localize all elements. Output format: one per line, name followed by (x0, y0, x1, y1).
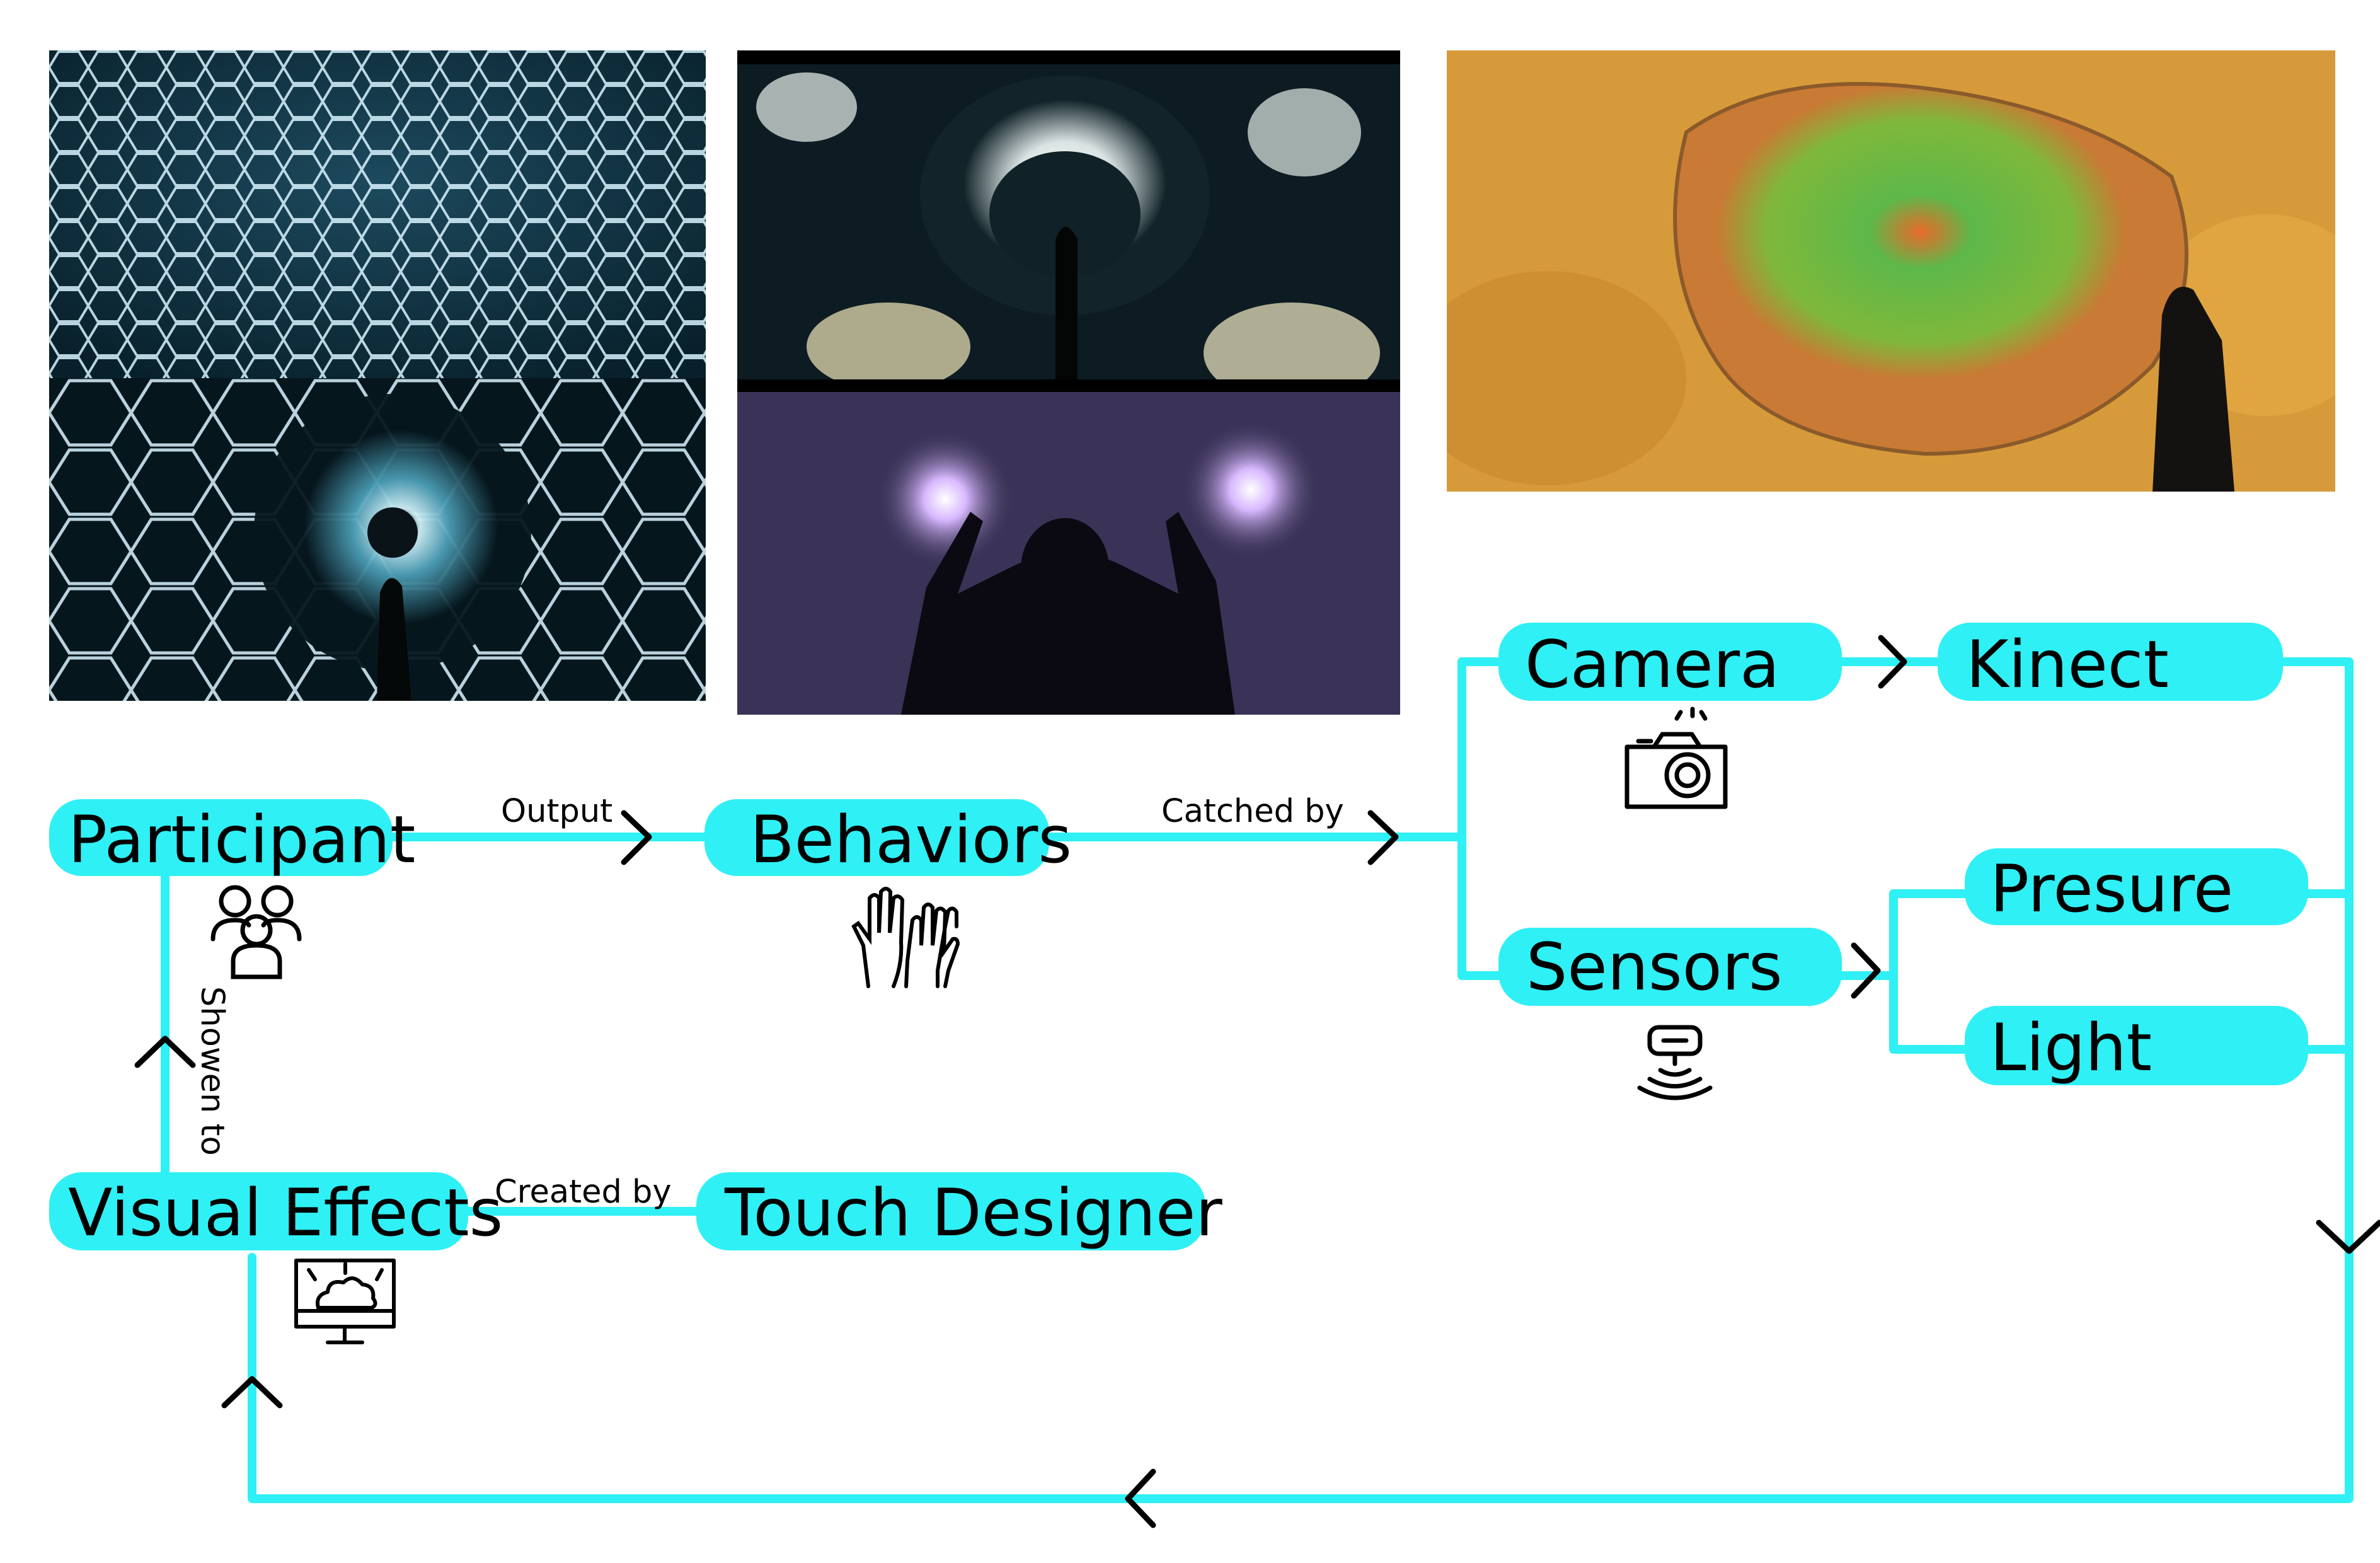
connector-branch-camera (1457, 657, 1503, 980)
node-participant (49, 799, 393, 876)
node-visual-effects (49, 1172, 468, 1250)
camera-icon (1624, 707, 1728, 809)
participant-label: Participant (68, 802, 416, 878)
connector-sensor-branch (1836, 889, 1969, 980)
monitor-effects-icon (294, 1259, 396, 1344)
arrow-left-icon (1125, 1468, 1156, 1528)
visual-effects-label: Visual Effects (68, 1175, 503, 1251)
light-label: Light (1990, 1010, 2153, 1086)
arrow-right-icon (1367, 810, 1399, 865)
cell-network-photo-upper (49, 50, 706, 378)
node-behaviors (704, 799, 1049, 876)
kinect-label: Kinect (1966, 627, 2169, 703)
node-light (1965, 1006, 2308, 1085)
arrow-up-icon (221, 1376, 283, 1409)
connector-sensor-branch-light (1889, 889, 1969, 1054)
node-kinect (1938, 623, 2283, 701)
hands-light-photo (737, 379, 1400, 715)
arrow-down-icon (2316, 1220, 2380, 1254)
arrow-up-icon (134, 1035, 196, 1068)
created-by-edge-label: Created by (495, 1174, 672, 1211)
node-camera (1498, 623, 1842, 701)
presure-label: Presure (1990, 851, 2234, 927)
camera-label: Camera (1525, 627, 1780, 703)
showen-to-edge-label: Showen to (193, 986, 231, 1156)
output-edge-label: Output (501, 793, 613, 830)
bloom-projection-photo (737, 50, 1400, 379)
cell-network-photo-lower (49, 378, 706, 701)
sensor-icon (1637, 1025, 1713, 1100)
node-touch-designer (696, 1172, 1205, 1250)
arrow-right-icon (1851, 942, 1881, 999)
connector-kinect-return (248, 657, 2354, 1503)
node-presure (1965, 848, 2308, 925)
orange-wall-photo (1447, 50, 2335, 492)
people-icon (210, 885, 302, 979)
touch-designer-label: Touch Designer (725, 1175, 1222, 1251)
arrow-right-icon (1878, 635, 1907, 689)
raised-hands-icon (851, 887, 960, 988)
sensors-label: Sensors (1526, 930, 1783, 1005)
arrow-right-icon (621, 810, 652, 865)
node-sensors (1498, 928, 1842, 1006)
behaviors-label: Behaviors (750, 802, 1072, 878)
catched-by-edge-label: Catched by (1161, 793, 1344, 830)
